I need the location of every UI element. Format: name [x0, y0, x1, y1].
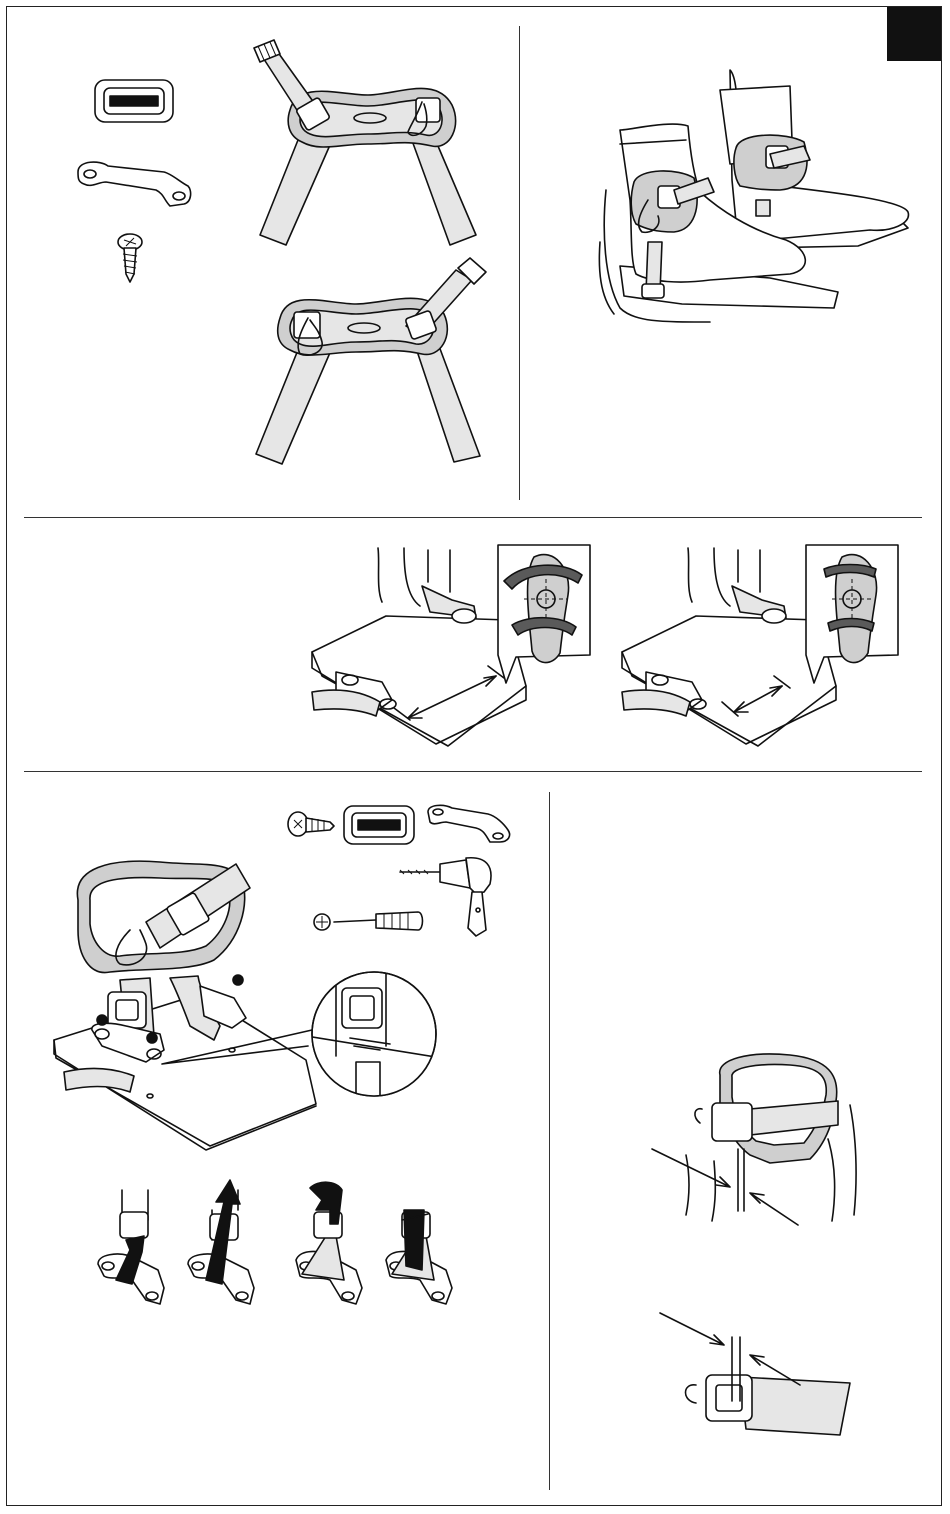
threading-step-4	[386, 1210, 452, 1304]
threading-step-3	[296, 1182, 362, 1304]
ankle-strap-left-figure	[250, 258, 510, 468]
divider-row-1	[24, 517, 922, 518]
strap-bracket-icon	[78, 162, 191, 206]
feet-on-footplates-figure	[590, 60, 920, 330]
threading-step-1	[98, 1190, 164, 1304]
foot-rotation-wide-icon	[494, 543, 594, 693]
buckle-strap-clearance-figure	[650, 1305, 880, 1455]
divider-bottom-vertical	[549, 792, 550, 1490]
foot-rotation-narrow-icon	[802, 543, 902, 693]
screw-icon	[118, 234, 142, 282]
strap-bracket-icon	[428, 805, 510, 842]
ankle-strap-clearance-figure	[640, 1045, 870, 1235]
page-tab-marker	[887, 7, 941, 61]
screw-icon	[288, 812, 334, 836]
parts-figure	[60, 70, 220, 290]
slider-buckle-icon	[344, 806, 414, 844]
divider-row-2	[24, 771, 922, 772]
divider-top-vertical	[519, 26, 520, 500]
threading-step-2	[188, 1180, 254, 1304]
slider-buckle-icon	[95, 80, 173, 122]
ankle-strap-right-figure	[240, 40, 500, 260]
bracket-detail-magnifier	[306, 966, 442, 1102]
strap-threading-sequence	[86, 1180, 466, 1310]
